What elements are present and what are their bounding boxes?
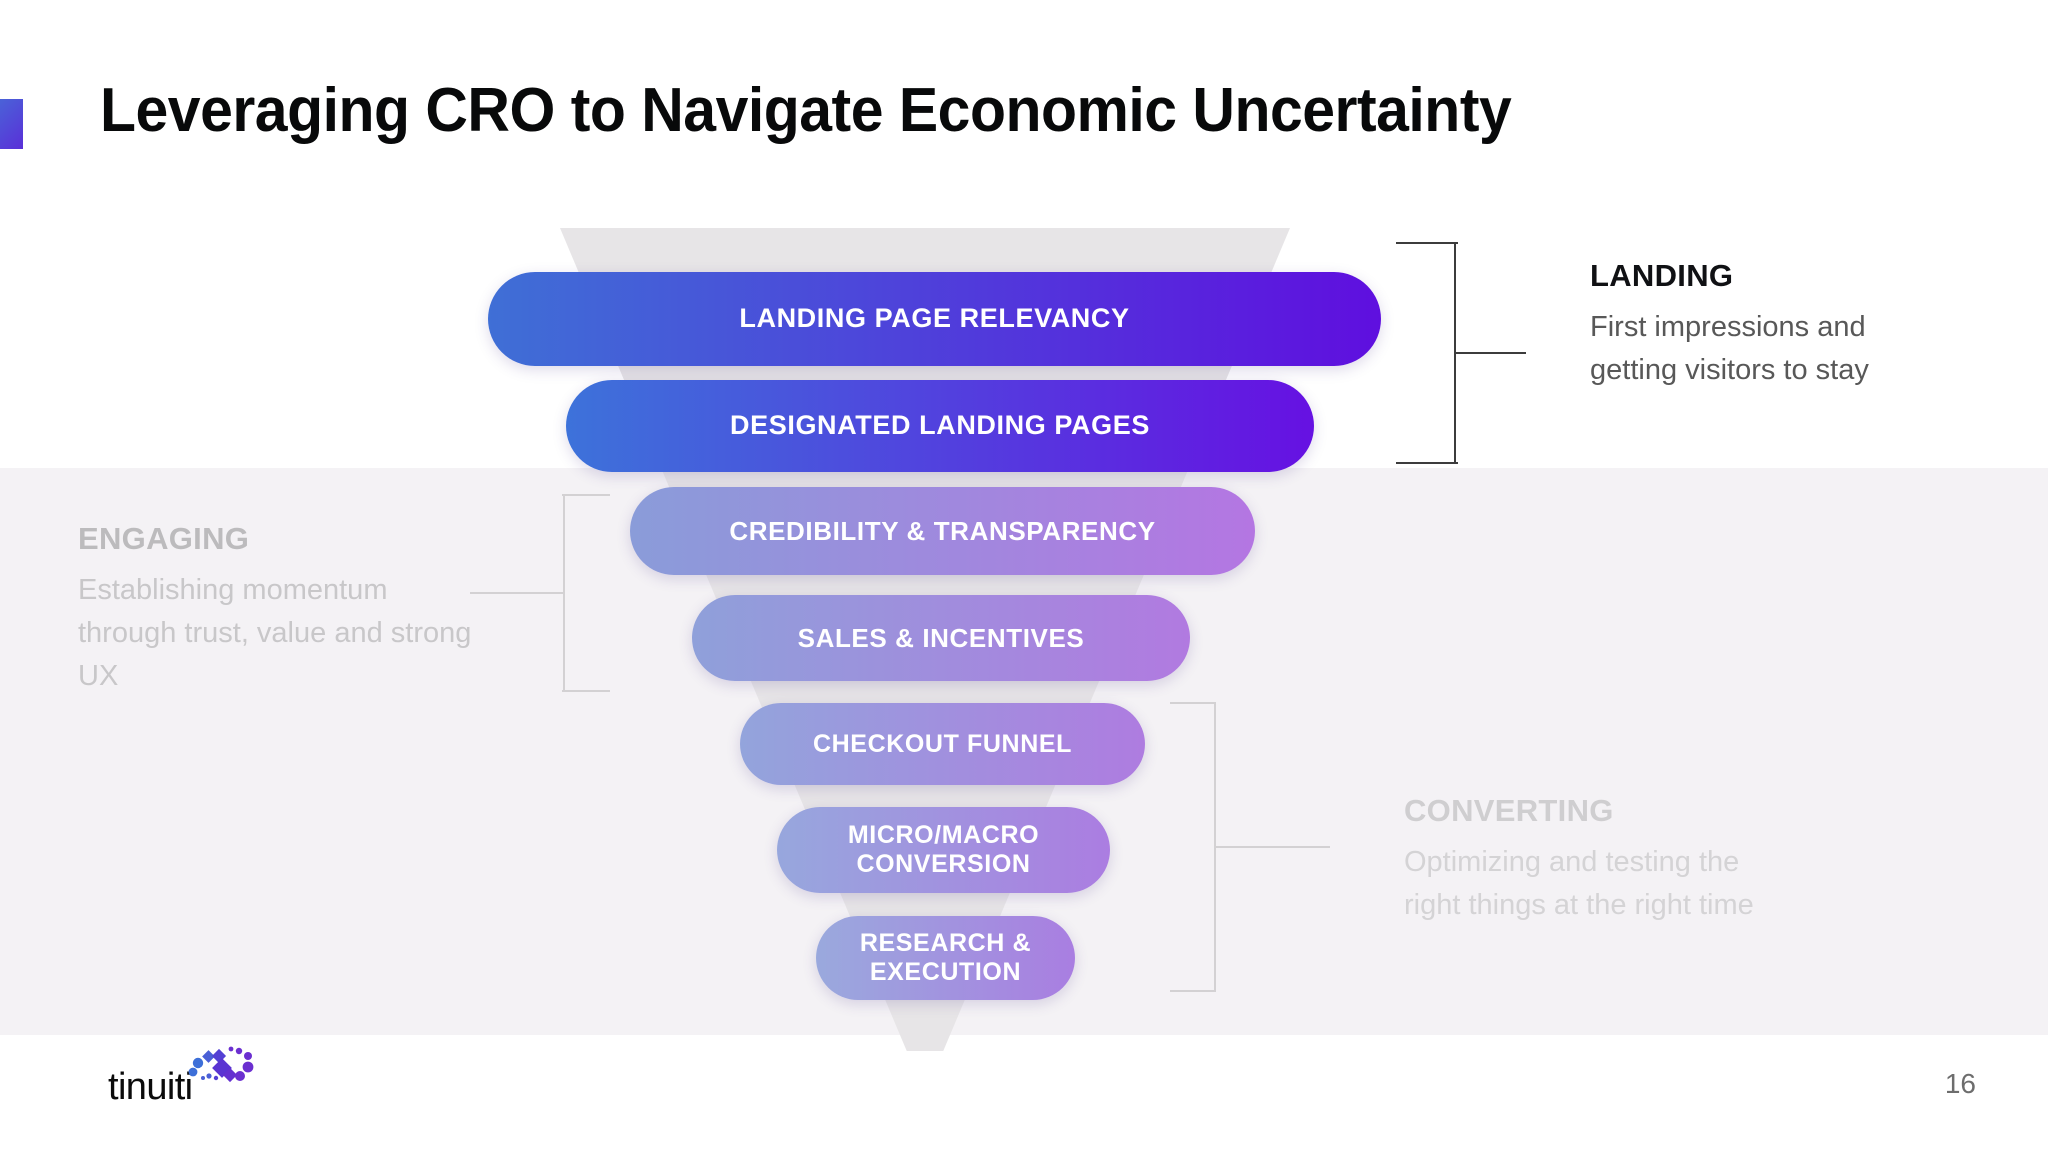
funnel-stage-4[interactable]: SALES & INCENTIVES bbox=[692, 595, 1190, 681]
annotation-landing: LANDING First impressions and getting vi… bbox=[1590, 258, 1920, 392]
annotation-converting-body: Optimizing and testing the right things … bbox=[1404, 846, 1754, 921]
page-number: 16 bbox=[1944, 1068, 1976, 1099]
funnel-stage-label: RESEARCH & EXECUTION bbox=[859, 929, 1032, 986]
annotation-engaging-title: ENGAGING bbox=[78, 521, 250, 556]
title-accent-bar bbox=[0, 99, 23, 149]
funnel-stage-label: LANDING PAGE RELEVANCY bbox=[739, 303, 1130, 334]
funnel-stage-5[interactable]: CHECKOUT FUNNEL bbox=[740, 703, 1145, 785]
funnel-stage-1[interactable]: LANDING PAGE RELEVANCY bbox=[488, 272, 1381, 366]
bracket-landing-vertical bbox=[1454, 242, 1456, 464]
brand-logo-infinity-icon bbox=[186, 1045, 256, 1092]
bracket-landing-cap-bottom bbox=[1396, 462, 1458, 464]
bracket-landing bbox=[1396, 242, 1526, 464]
bracket-landing-stub bbox=[1456, 352, 1526, 354]
annotation-engaging: ENGAGING Establishing momentum through t… bbox=[78, 521, 478, 698]
funnel-stage-label: CHECKOUT FUNNEL bbox=[813, 729, 1072, 758]
bracket-engaging-cap-top bbox=[562, 494, 610, 496]
funnel-stage-label: SALES & INCENTIVES bbox=[797, 622, 1085, 653]
funnel-stage-label: CREDIBILITY & TRANSPARENCY bbox=[729, 515, 1156, 546]
annotation-converting: CONVERTING Optimizing and testing the ri… bbox=[1404, 793, 1784, 927]
bracket-converting-cap-top bbox=[1170, 702, 1216, 704]
funnel-stage-label: DESIGNATED LANDING PAGES bbox=[730, 410, 1150, 441]
bracket-converting-cap-bottom bbox=[1170, 990, 1216, 992]
bracket-engaging-stub bbox=[470, 592, 565, 594]
bracket-converting-stub bbox=[1214, 846, 1330, 848]
bracket-engaging-cap-bottom bbox=[562, 690, 610, 692]
funnel-stage-6[interactable]: MICRO/MACRO CONVERSION bbox=[777, 807, 1110, 893]
bracket-engaging bbox=[470, 494, 610, 692]
brand-logo: tinuiti bbox=[108, 1045, 258, 1108]
annotation-converting-title: CONVERTING bbox=[1404, 793, 1614, 828]
brand-logo-wordmark: tinuiti bbox=[108, 1066, 193, 1108]
bracket-landing-cap-top bbox=[1396, 242, 1458, 244]
page-title: Leveraging CRO to Navigate Economic Unce… bbox=[100, 76, 1512, 145]
annotation-engaging-body: Establishing momentum through trust, val… bbox=[78, 574, 472, 692]
bracket-converting bbox=[1170, 702, 1330, 992]
funnel-stage-3[interactable]: CREDIBILITY & TRANSPARENCY bbox=[630, 487, 1255, 575]
funnel-stage-7[interactable]: RESEARCH & EXECUTION bbox=[816, 916, 1075, 1000]
annotation-landing-body: First impressions and getting visitors t… bbox=[1590, 311, 1869, 386]
funnel-stage-label: MICRO/MACRO CONVERSION bbox=[847, 821, 1040, 878]
annotation-landing-title: LANDING bbox=[1590, 258, 1734, 293]
funnel-stage-2[interactable]: DESIGNATED LANDING PAGES bbox=[566, 380, 1314, 472]
